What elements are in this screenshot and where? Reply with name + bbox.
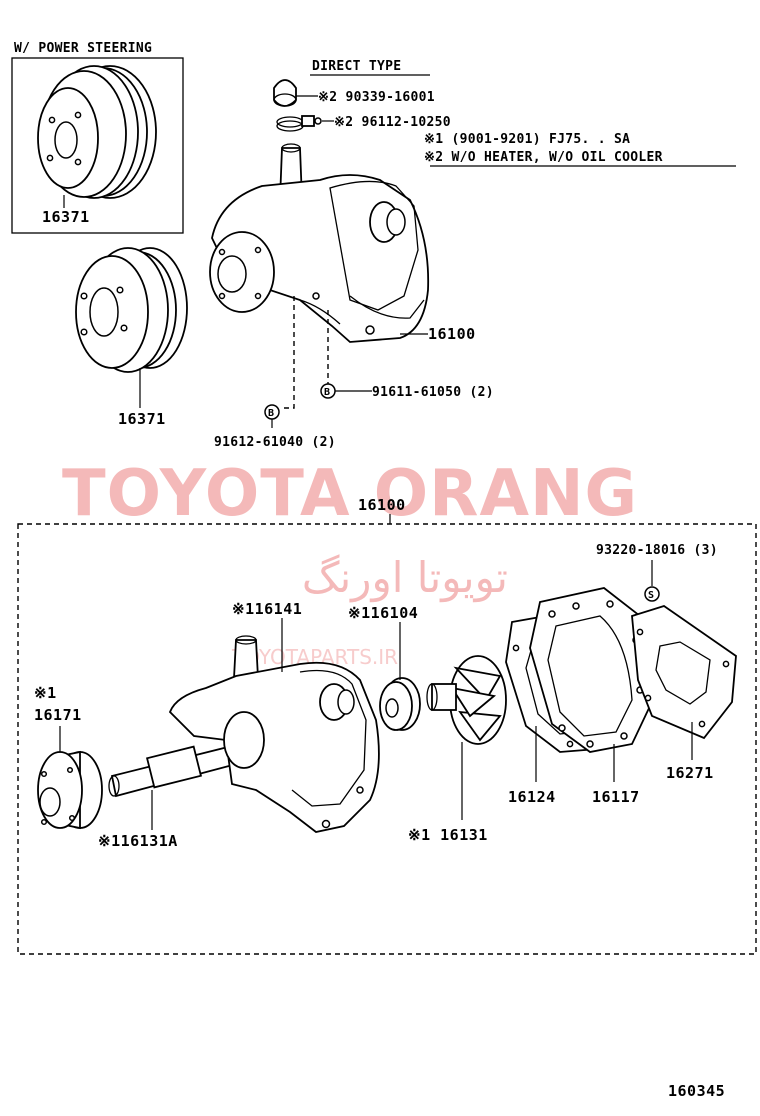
label-bolt-b2: 91612-61040 (2) (214, 435, 336, 450)
pump-seal (379, 677, 421, 731)
bolt-b2-marker: B (264, 404, 280, 420)
pump-hub (37, 750, 103, 830)
diagram-number: 160345 (668, 1082, 725, 1100)
label-hub-note: ※1 (34, 684, 57, 702)
pump-impeller (426, 655, 507, 745)
label-pulley-ps: 16371 (42, 208, 90, 226)
watermark-brand: TOYOTA ORANG (62, 457, 638, 531)
label-pump-assy-box: 16100 (358, 496, 406, 514)
bolt-b1-marker: B (320, 383, 336, 399)
water-pump-assembly (209, 143, 430, 343)
label-washer: 93220-18016 (3) (596, 543, 718, 558)
label-bolt-b1: 91611-61050 (2) (372, 385, 494, 400)
gasket-outer (631, 605, 737, 740)
label-cap: ※2 90339-16001 (318, 90, 435, 105)
label-note2: ※2 W/O HEATER, W/O OIL COOLER (424, 150, 663, 165)
pulley-double-groove (37, 65, 157, 199)
label-pump-assy-top: 16100 (428, 325, 476, 343)
bolt-b2-mark: B (268, 408, 274, 419)
washer-s-marker: S (644, 586, 660, 602)
label-pulley: 16371 (118, 410, 166, 428)
bolt-b1-mark: B (324, 387, 330, 398)
label-hub: 16171 (34, 706, 82, 724)
label-gasket2: 16271 (666, 764, 714, 782)
exploded-view-box (17, 523, 757, 955)
label-impeller: ※1 16131 (408, 826, 488, 844)
power-steering-box (11, 57, 184, 234)
label-body: ※116141 (232, 600, 302, 618)
pump-plate (529, 587, 651, 753)
label-seal: ※116104 (348, 604, 418, 622)
pump-shaft (108, 742, 246, 798)
pulley-single-groove (75, 247, 188, 373)
watermark-farsi: تویوتا اورنگ (302, 553, 508, 602)
bolt-path-b2 (284, 296, 295, 409)
clamp-part (276, 115, 322, 132)
cap-part (273, 79, 297, 107)
label-clamp: ※2 96112-10250 (334, 115, 451, 130)
label-power-steering: W/ POWER STEERING (14, 41, 152, 56)
label-plate: 16117 (592, 788, 640, 806)
label-direct-type: DIRECT TYPE (312, 59, 401, 74)
label-shaft: ※116131A (98, 832, 178, 850)
washer-s-mark: S (648, 590, 654, 601)
label-note1: ※1 (9001-9201) FJ75. . SA (424, 132, 630, 147)
label-gasket1: 16124 (508, 788, 556, 806)
pump-body (168, 635, 380, 833)
